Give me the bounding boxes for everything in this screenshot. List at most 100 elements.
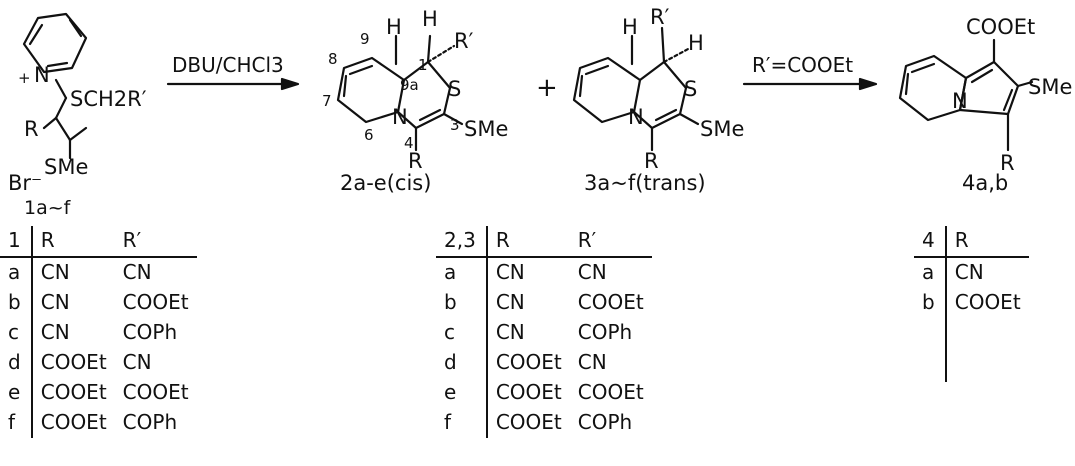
row-key: f xyxy=(0,408,33,438)
compound-2-structure xyxy=(336,34,464,152)
cell-r: COOEt xyxy=(495,410,562,434)
cell-r: COOEt xyxy=(40,380,107,404)
c2-sme: SMe xyxy=(464,117,508,141)
c3-s: S xyxy=(684,77,697,101)
c3-h1: H xyxy=(622,15,638,39)
cell-r: COOEt xyxy=(495,380,562,404)
cell-r: COOEt xyxy=(954,290,1021,314)
cell-r: CN xyxy=(40,290,70,314)
c1-r-atom: R xyxy=(24,117,39,141)
compound-3-structure xyxy=(572,26,700,152)
c2-num-3: 3 xyxy=(450,116,460,134)
compound-1-structure xyxy=(22,12,88,160)
row-key: f xyxy=(436,408,488,438)
row-key: b xyxy=(436,288,488,318)
row-key: d xyxy=(436,348,488,378)
plus-sign: + xyxy=(536,73,558,103)
cell-rprime: CN xyxy=(122,350,152,374)
row-key-spacer xyxy=(914,318,947,382)
c2-h1: H xyxy=(386,15,402,39)
cell-r: COOEt xyxy=(40,350,107,374)
table-row: c CN COPh xyxy=(436,318,652,348)
table-row: c CN COPh xyxy=(0,318,197,348)
c4-r: R xyxy=(1000,151,1015,175)
cell-r: CN xyxy=(495,290,525,314)
cell-rprime: CN xyxy=(577,260,607,284)
cell-rprime: COOEt xyxy=(577,380,644,404)
c3-h2: H xyxy=(688,31,704,55)
row-key: c xyxy=(0,318,33,348)
cell-r: CN xyxy=(40,260,70,284)
row-key: a xyxy=(0,257,33,288)
row-key: a xyxy=(914,257,947,288)
c2-r: R xyxy=(408,149,423,173)
c2-h2: H xyxy=(422,7,438,31)
cell-rprime: CN xyxy=(122,260,152,284)
c1-id: 1a~f xyxy=(24,197,72,219)
row-key: e xyxy=(0,378,33,408)
c2-num-7: 7 xyxy=(322,92,332,110)
cell-r: COOEt xyxy=(40,410,107,434)
c1-plus-charge: + xyxy=(18,69,31,87)
c1-sme: SMe xyxy=(44,155,88,179)
t2-col-rprime: R′ xyxy=(569,226,652,258)
cell-rprime: COOEt xyxy=(577,290,644,314)
c3-sme: SMe xyxy=(700,117,744,141)
cell-r: COOEt xyxy=(495,350,562,374)
c2-n: N xyxy=(392,105,408,129)
c2-num-6: 6 xyxy=(364,126,374,144)
c4-id: 4a,b xyxy=(962,171,1008,195)
cell-rprime: COPh xyxy=(577,410,633,434)
row-key: b xyxy=(914,288,947,318)
cell-r: CN xyxy=(954,260,984,284)
reagents-1: DBU/CHCl3 xyxy=(172,53,284,77)
table-row: b CN COOEt xyxy=(0,288,197,318)
c4-cooet: COOEt xyxy=(966,15,1035,39)
c3-r: R xyxy=(644,149,659,173)
c2-id: 2a-e(cis) xyxy=(340,171,431,195)
row-key: e xyxy=(436,378,488,408)
t2-key-header: 2,3 xyxy=(436,226,488,258)
cell-spacer xyxy=(946,318,1029,382)
c2-num-8: 8 xyxy=(328,50,338,68)
c3-n: N xyxy=(628,105,644,129)
table-row: a CN xyxy=(914,257,1029,288)
cell-rprime: COPh xyxy=(122,410,178,434)
c2-num-4: 4 xyxy=(404,134,414,152)
row-key: d xyxy=(0,348,33,378)
c2-rprime: R′ xyxy=(454,29,474,53)
t3-col-r: R xyxy=(945,226,1029,258)
table-compound-4: 4 R a CN b COOEt xyxy=(914,226,1029,382)
t1-key-header: 1 xyxy=(0,226,33,258)
c2-num-9: 9 xyxy=(360,30,370,48)
reagents-2: R′=COOEt xyxy=(752,53,853,77)
t3-key-header: 4 xyxy=(914,226,947,258)
compound-2-hashed-bond xyxy=(426,44,456,64)
cell-rprime: COOEt xyxy=(122,290,189,314)
t1-col-rprime: R′ xyxy=(114,226,197,258)
compound-3-hashed-bond xyxy=(662,46,692,64)
t1-col-r: R xyxy=(31,226,115,258)
table-row xyxy=(914,318,1029,382)
table-row: a CN CN xyxy=(436,257,652,288)
table-row: d COOEt CN xyxy=(0,348,197,378)
cell-r: CN xyxy=(495,260,525,284)
c2-num-9a: 9a xyxy=(400,76,419,94)
c3-id: 3a~f(trans) xyxy=(584,171,706,195)
cell-r: CN xyxy=(40,320,70,344)
cell-rprime: COPh xyxy=(122,320,178,344)
table-row: f COOEt COPh xyxy=(436,408,652,438)
row-key: b xyxy=(0,288,33,318)
c1-counterion: Br⁻ xyxy=(8,171,42,195)
row-key: c xyxy=(436,318,488,348)
table-row: b CN COOEt xyxy=(436,288,652,318)
table-row: f COOEt COPh xyxy=(0,408,197,438)
c4-n: N xyxy=(952,89,968,113)
cell-rprime: COPh xyxy=(577,320,633,344)
row-key: a xyxy=(436,257,488,288)
cell-r: CN xyxy=(495,320,525,344)
c1-sch2r: SCH2R′ xyxy=(70,87,147,111)
